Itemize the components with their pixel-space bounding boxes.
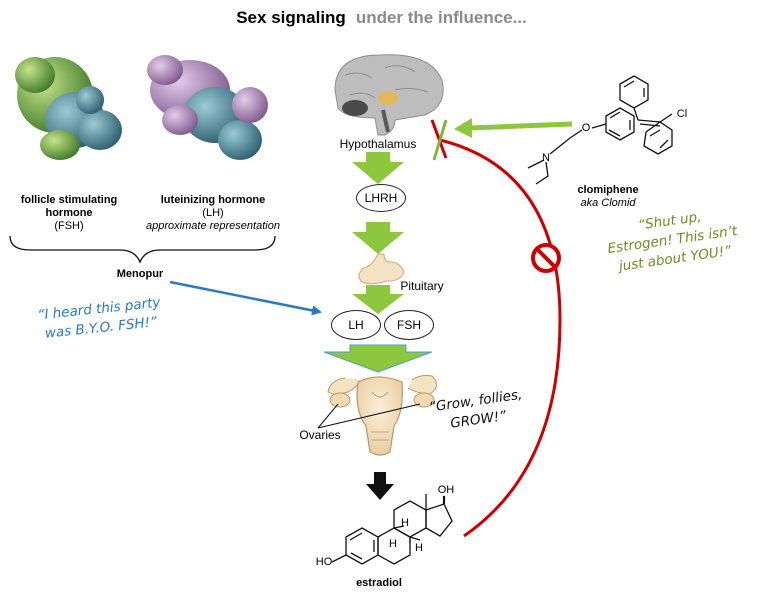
estradiol-h-atom-3: H [415, 542, 423, 554]
diagram-title: Sex signaling under the influence... [0, 8, 763, 28]
clomiphene-structure [527, 75, 673, 185]
clomiphene-n-atom: N [542, 152, 550, 164]
clomiphene-cl-atom: Cl [676, 108, 688, 120]
estradiol-structure [331, 494, 453, 565]
estradiol-ho-atom: HO [315, 556, 333, 568]
clomiphene-label: clomiphene [577, 184, 639, 196]
estradiol-h-atom-1: H [401, 517, 409, 529]
uterus-ovaries-image [327, 375, 437, 456]
title-main: Sex signaling [236, 8, 346, 27]
lh-label: luteinizing hormone [160, 194, 266, 206]
lh-protein-image [147, 55, 268, 160]
hypothalamus-label: Hypothalamus [339, 137, 417, 151]
pituitary-label: Pituitary [400, 279, 444, 293]
no-symbol-icon [531, 243, 561, 273]
fsh-abbr: (FSH) [54, 220, 84, 232]
fsh-label: follicle stimulating hormone [4, 194, 134, 220]
brain-image [334, 54, 444, 136]
pituitary-image [358, 253, 405, 285]
lh-node: LH [331, 310, 381, 340]
ovaries-label: Ovaries [299, 428, 341, 442]
estradiol-h-atom-2: H [389, 538, 397, 550]
menopur-label: Menopur [116, 268, 164, 280]
title-influence: under the influence... [355, 8, 527, 27]
estradiol-label: estradiol [356, 577, 402, 589]
green-arrow-hypothalamus-to-lhrh [352, 152, 404, 184]
lhrh-node: LHRH [356, 184, 406, 212]
menopur-brace [9, 235, 276, 264]
blocked-feedback-x-mark [430, 119, 448, 161]
lh-abbr: (LH) [202, 207, 224, 219]
green-arrow-clomiphene-to-hypothalamus [454, 118, 573, 138]
lh-note: approximate representation [146, 220, 280, 232]
black-arrow-to-estradiol [366, 472, 394, 500]
green-arrow-gonadotropins-to-ovaries [323, 344, 433, 373]
fsh-label-line1: follicle stimulating [20, 194, 118, 206]
ovaries-pointer-lines [317, 403, 421, 429]
fsh-node: FSH [384, 310, 434, 340]
blue-arrow-menopur-to-lh-fsh [169, 280, 322, 316]
green-arrow-lhrh-to-pituitary [352, 222, 404, 254]
clomiphene-o-atom: O [581, 122, 591, 134]
negative-feedback-curve [439, 138, 562, 538]
fsh-protein-image [15, 57, 122, 160]
estradiol-oh-atom: OH [437, 484, 455, 496]
fsh-label-line2: hormone [45, 207, 93, 219]
green-arrow-pituitary-to-gonadotropins [352, 285, 404, 314]
clomid-label: aka Clomid [580, 197, 636, 209]
